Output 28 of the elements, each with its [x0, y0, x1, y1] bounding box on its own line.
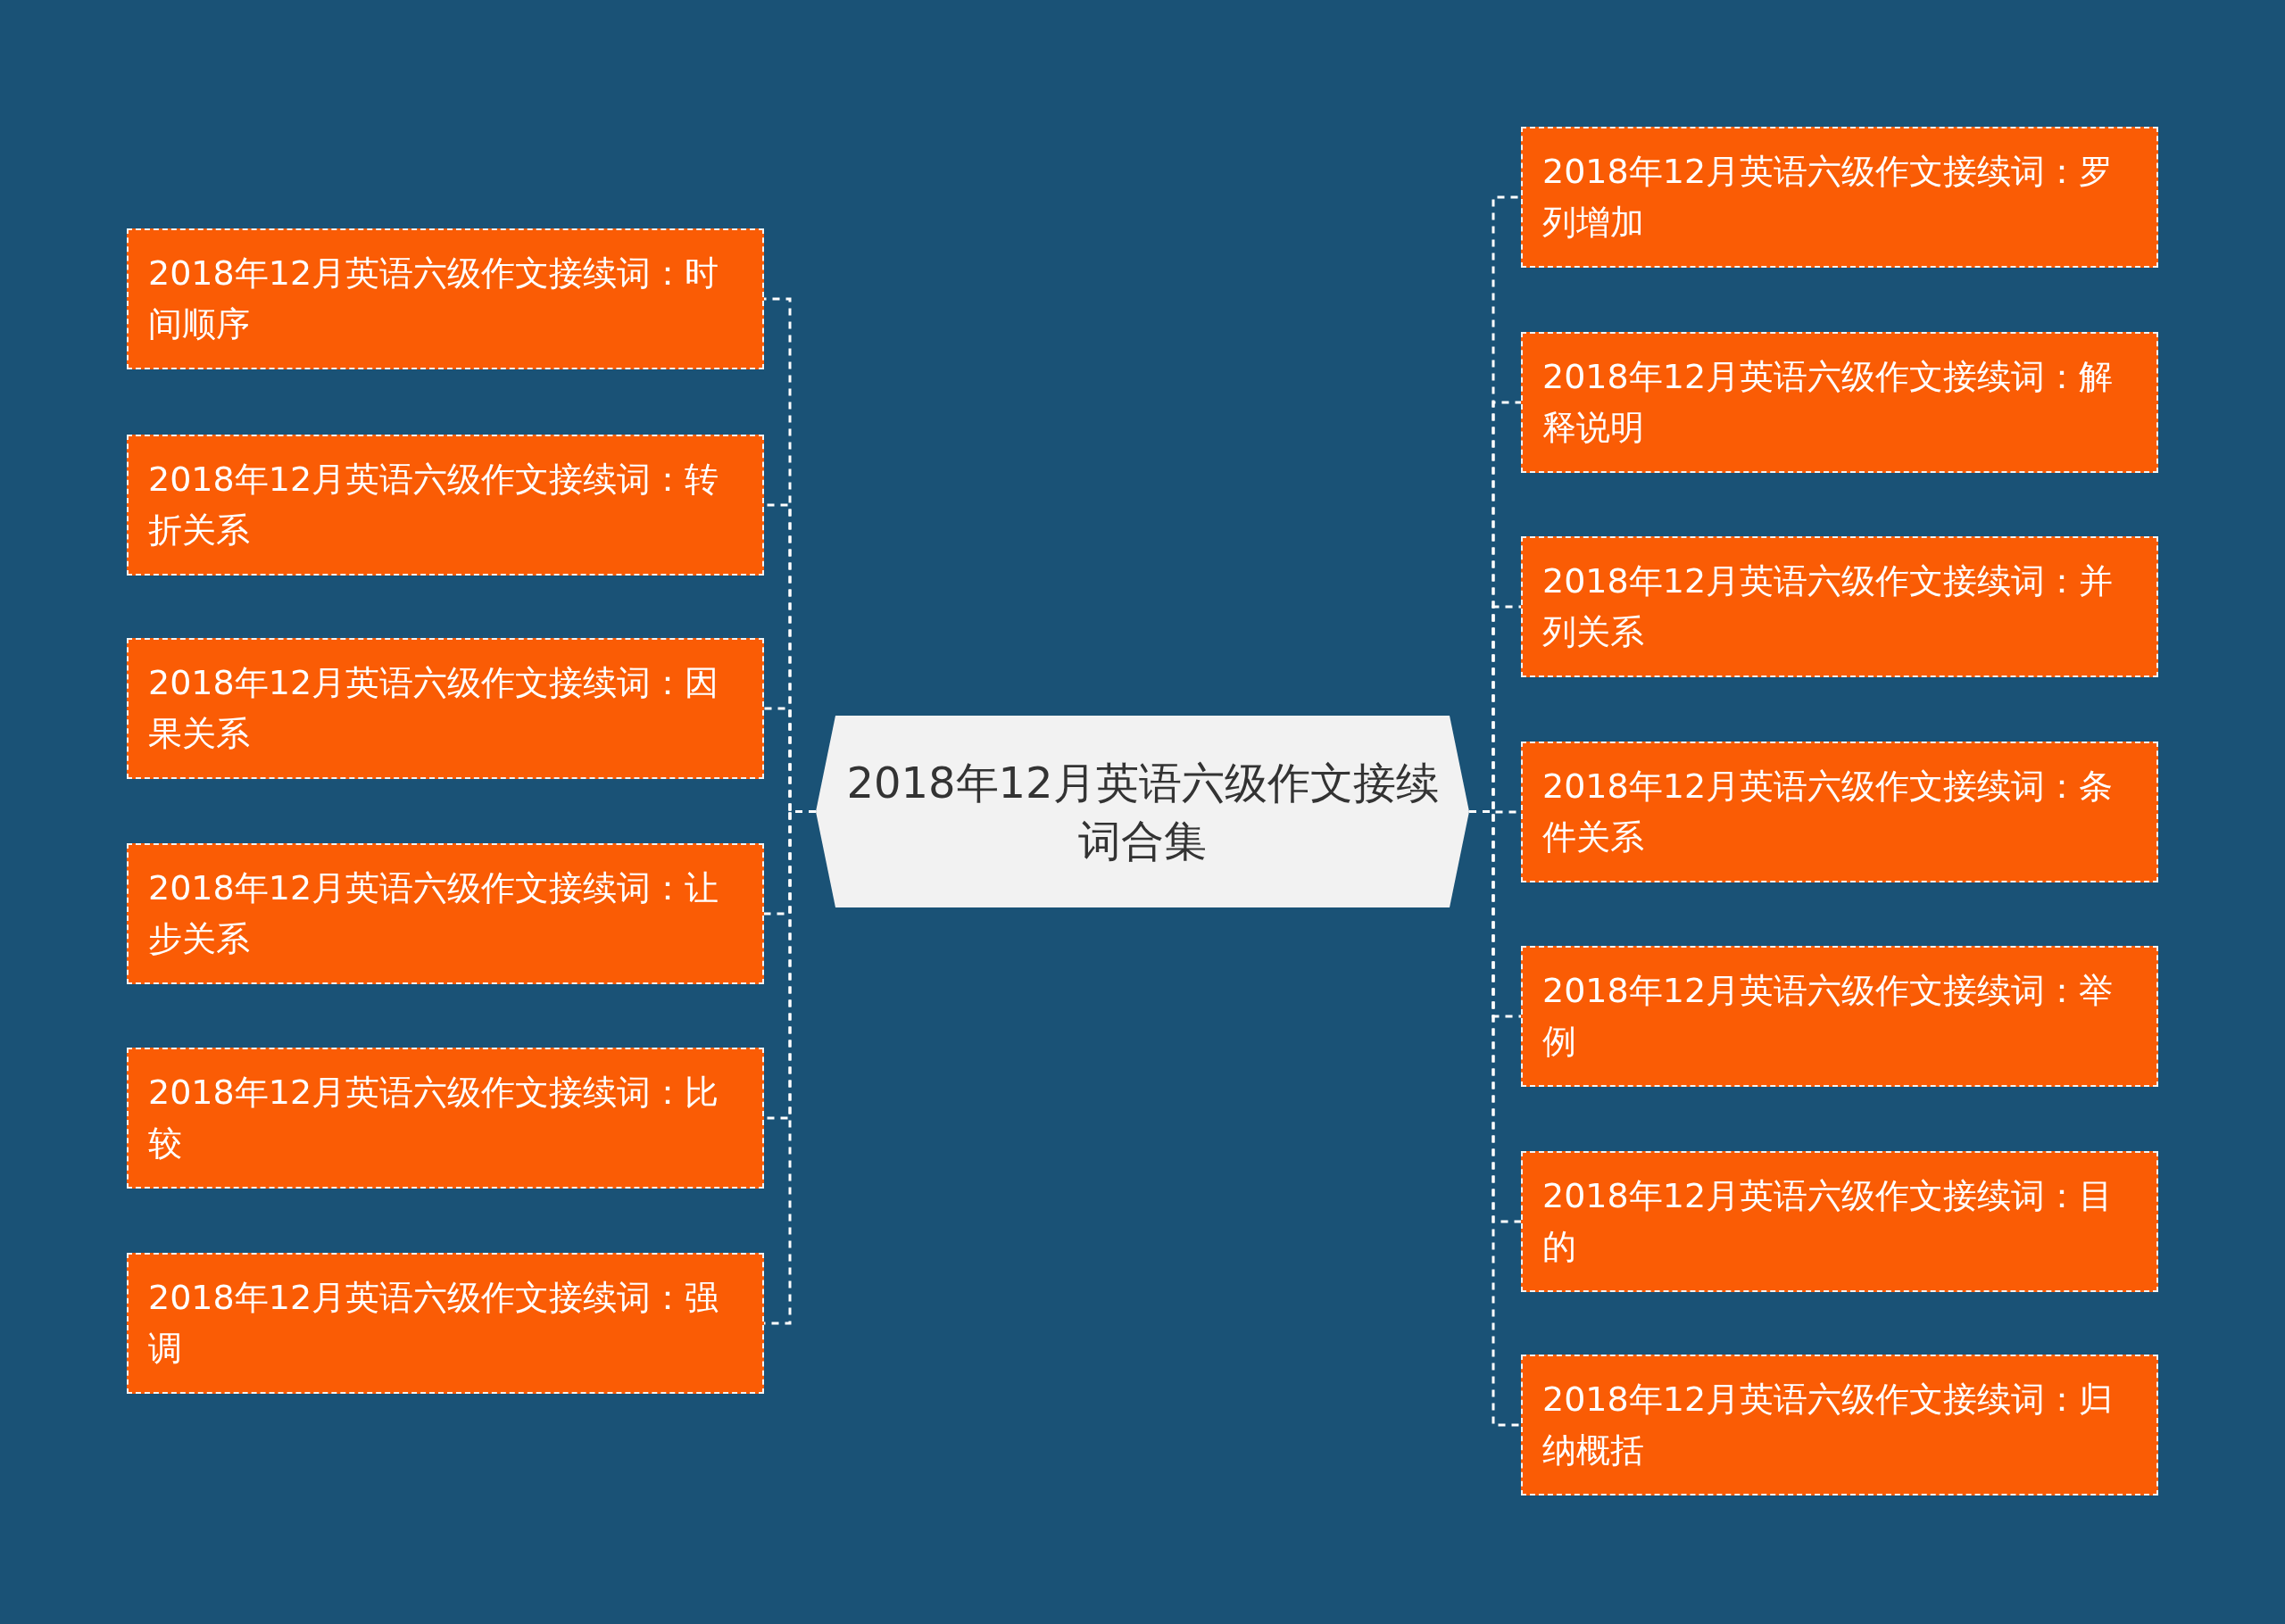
branch-text: 2018年12月英语六级作文接续词：时间顺序: [148, 253, 720, 345]
branch-text: 2018年12月英语六级作文接续词：并列关系: [1542, 560, 2115, 653]
branch-text: 2018年12月英语六级作文接续词：目的: [1542, 1175, 2115, 1268]
branch-text: 2018年12月英语六级作文接续词：强调: [148, 1277, 720, 1370]
branch-box: [1521, 127, 2158, 268]
branch-box: [127, 843, 764, 984]
branch-text: 2018年12月英语六级作文接续词：转折关系: [148, 459, 720, 551]
branch-box: [1521, 1355, 2158, 1496]
branch-box: [1521, 946, 2158, 1087]
branch-text: 2018年12月英语六级作文接续词：让步关系: [148, 867, 720, 960]
branch-box: [127, 228, 764, 369]
branch-text: 2018年12月英语六级作文接续词：条件关系: [1542, 766, 2115, 858]
branch-box: [127, 435, 764, 576]
branch-text: 2018年12月英语六级作文接续词：罗列增加: [1542, 151, 2115, 244]
branch-box: [127, 1253, 764, 1394]
branch-text: 2018年12月英语六级作文接续词：归纳概括: [1542, 1379, 2115, 1471]
branch-box: [1521, 536, 2158, 677]
topic-hexagon: [816, 716, 1469, 907]
branch-box: [127, 1048, 764, 1189]
branch-box: [1521, 332, 2158, 473]
topic-text: 2018年12月英语六级作文接续词合集: [845, 756, 1440, 867]
branch-box: [127, 638, 764, 779]
branch-text: 2018年12月英语六级作文接续词：举例: [1542, 970, 2115, 1063]
branch-box: [1521, 742, 2158, 882]
branch-text: 2018年12月英语六级作文接续词：解释说明: [1542, 356, 2115, 449]
branch-box: [1521, 1151, 2158, 1292]
branch-text: 2018年12月英语六级作文接续词：因果关系: [148, 662, 720, 755]
branch-text: 2018年12月英语六级作文接续词：比较: [148, 1072, 720, 1164]
